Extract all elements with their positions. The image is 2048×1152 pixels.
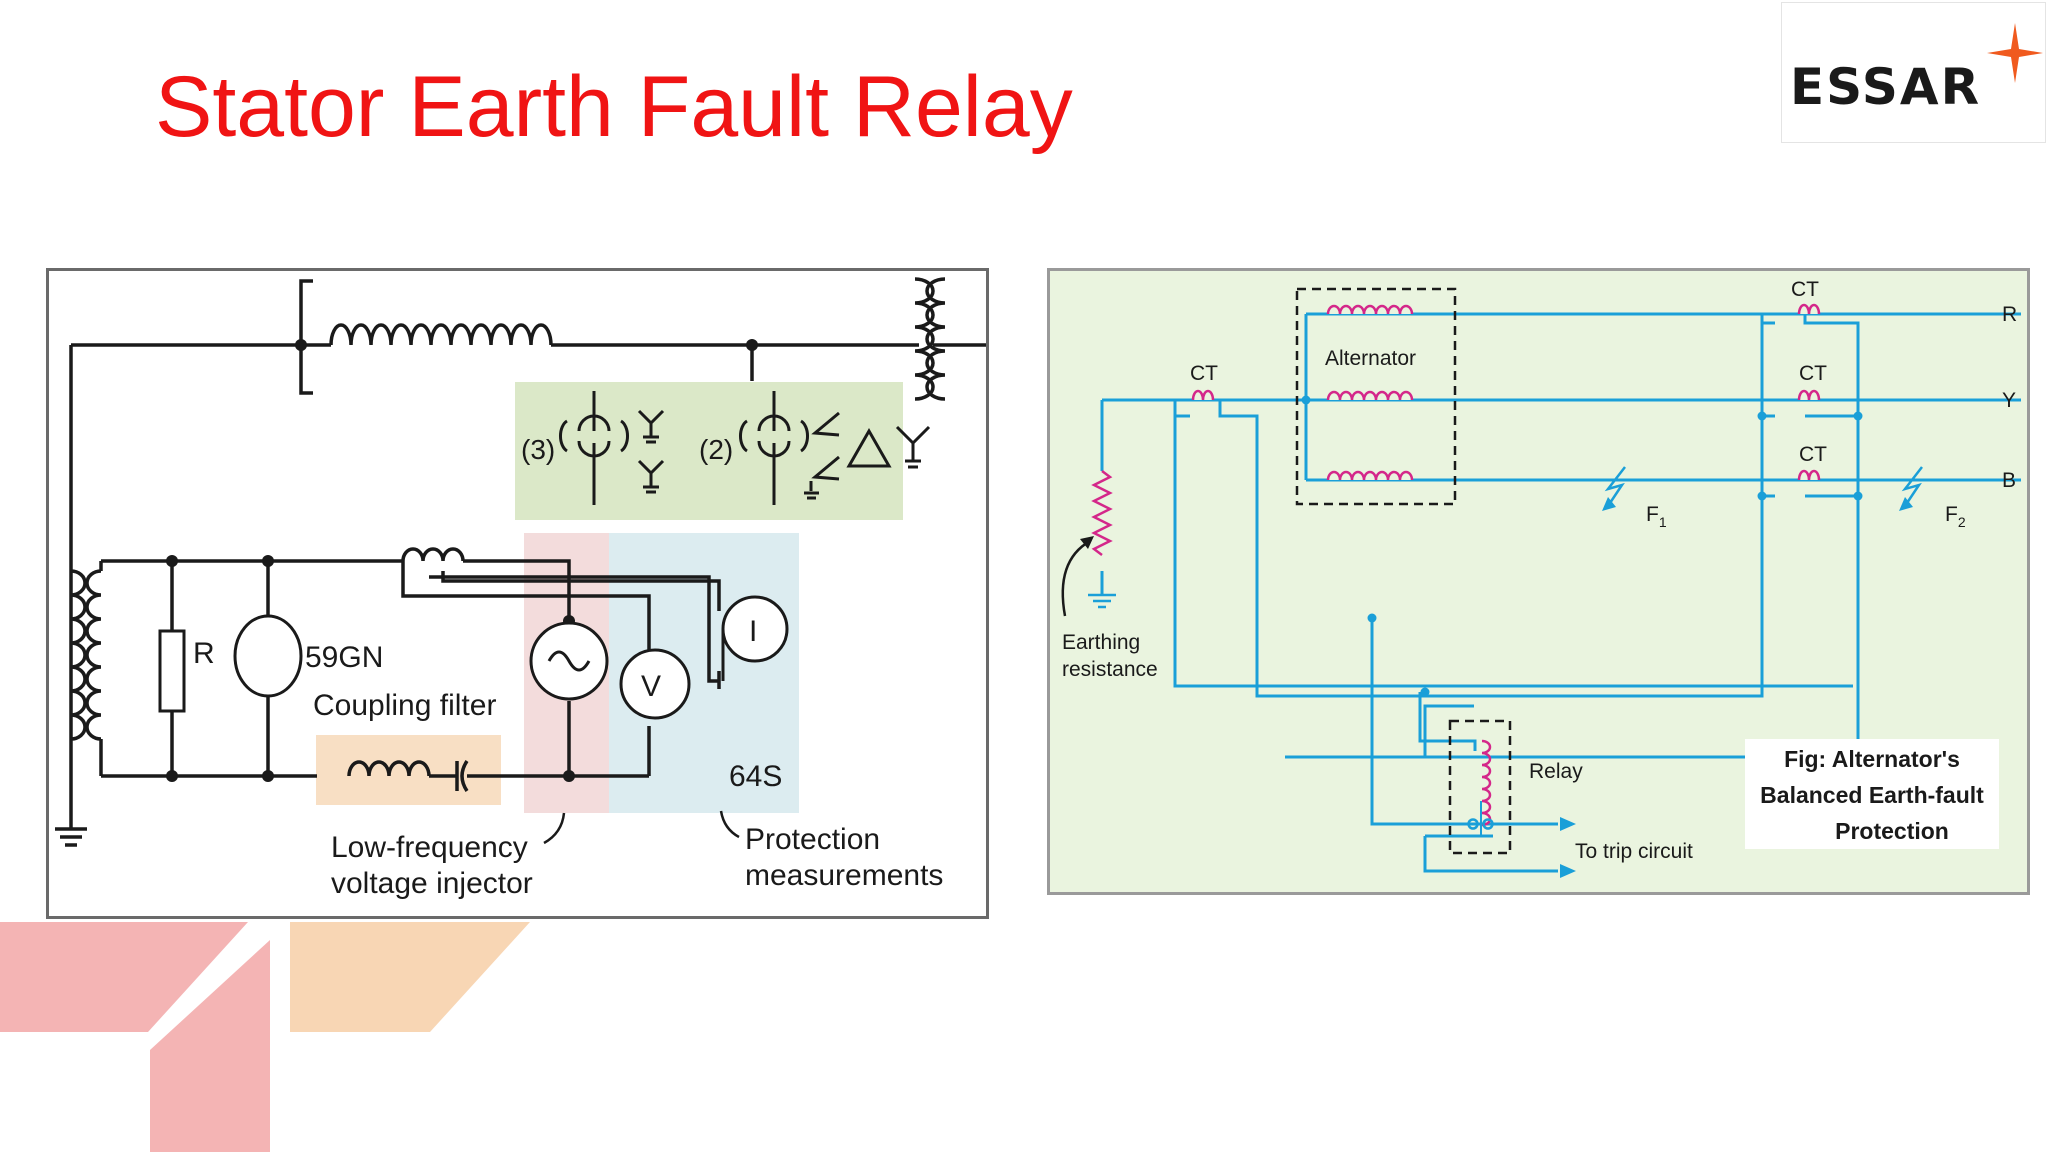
measurements-pointer bbox=[719, 810, 740, 839]
earthing-label-line1: Earthing bbox=[1062, 631, 1140, 654]
logo-wordmark: ESSAR bbox=[1790, 58, 1982, 116]
balanced-earth-fault-svg: CT CT CT CT Alternator R Y B F1 F2 Earth… bbox=[1061, 278, 2021, 878]
ct-b-label: CT bbox=[1799, 443, 1827, 466]
alternator-label: Alternator bbox=[1325, 347, 1416, 370]
caption-line1: Fig: Alternator's bbox=[1784, 746, 1960, 772]
injection-scheme-svg: (3) (2) R 59GN Coupling filter V I 64S L… bbox=[55, 277, 986, 900]
measurements-label-line2: measurements bbox=[745, 859, 943, 892]
phase-y-label: Y bbox=[2002, 389, 2016, 412]
trip-circuit-label: To trip circuit bbox=[1575, 840, 1693, 863]
resistor-label: R bbox=[193, 637, 215, 670]
fault-f2-label: F2 bbox=[1945, 503, 1966, 530]
ct-r-label: CT bbox=[1791, 278, 1819, 301]
voltmeter-label: V bbox=[641, 670, 661, 703]
logo-star-icon bbox=[1987, 23, 2043, 83]
relay-59gn-label: 59GN bbox=[305, 641, 383, 674]
deco-pink-band bbox=[0, 922, 248, 1032]
measurements-label-line1: Protection bbox=[745, 823, 880, 856]
ct-y-label: CT bbox=[1799, 362, 1827, 385]
ct-neutral-label: CT bbox=[1190, 362, 1218, 385]
balanced-earth-fault-diagram: CT CT CT CT Alternator R Y B F1 F2 Earth… bbox=[1047, 268, 2030, 895]
phase-b-label: B bbox=[2002, 469, 2016, 492]
slide-title: Stator Earth Fault Relay bbox=[155, 59, 1073, 155]
ammeter-label: I bbox=[749, 615, 757, 648]
vt-group-3-label: (3) bbox=[521, 434, 555, 465]
caption-line3: Protection bbox=[1835, 818, 1949, 844]
injection-scheme-diagram: (3) (2) R 59GN Coupling filter V I 64S L… bbox=[46, 268, 989, 919]
injector-pointer bbox=[543, 812, 566, 845]
relay-64s-label: 64S bbox=[729, 760, 782, 793]
relay-label: Relay bbox=[1529, 760, 1583, 783]
injector-label-line1: Low-frequency bbox=[331, 831, 528, 864]
deco-pink-block bbox=[150, 940, 270, 1152]
transformer-zone bbox=[515, 382, 903, 520]
deco-orange-band bbox=[290, 922, 530, 1032]
injector-label-line2: voltage injector bbox=[331, 867, 533, 900]
vt-group-2-label: (2) bbox=[699, 434, 733, 465]
decorative-corner-shapes bbox=[0, 922, 530, 1152]
caption-line2: Balanced Earth-fault bbox=[1760, 782, 1984, 808]
fault-f1-label: F1 bbox=[1646, 503, 1667, 530]
coupling-filter-label: Coupling filter bbox=[313, 689, 496, 722]
earthing-label-line2: resistance bbox=[1062, 658, 1158, 681]
company-logo: ESSAR bbox=[1781, 2, 2046, 143]
phase-r-label: R bbox=[2002, 303, 2017, 326]
